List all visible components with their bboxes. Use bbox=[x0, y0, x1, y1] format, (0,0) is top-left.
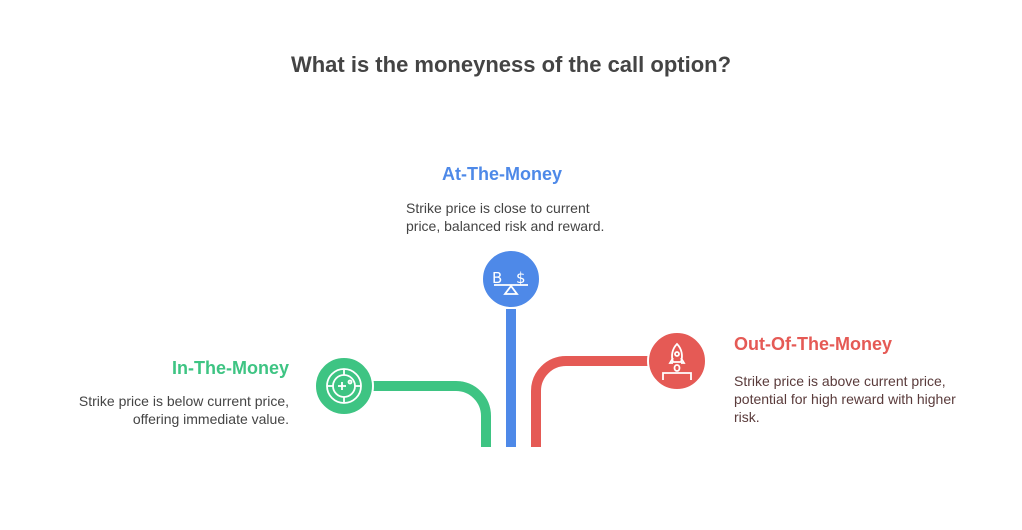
roulette-wheel-icon bbox=[314, 356, 374, 416]
svg-text:B: B bbox=[492, 269, 502, 287]
rocket-launch-icon bbox=[647, 331, 707, 391]
otm-heading: Out-Of-The-Money bbox=[734, 334, 892, 354]
atm-heading: At-The-Money bbox=[442, 164, 562, 184]
itm-description: Strike price is below current price, off… bbox=[78, 393, 289, 427]
otm-connector bbox=[531, 356, 649, 447]
otm-description: Strike price is above current price, pot… bbox=[734, 373, 956, 425]
balance-scale-bitcoin-dollar-icon: B $ bbox=[481, 249, 541, 309]
atm-description: Strike price is close to current price, … bbox=[406, 200, 605, 234]
itm-connector bbox=[372, 381, 491, 447]
itm-heading: In-The-Money bbox=[172, 358, 289, 378]
diagram-title: What is the moneyness of the call option… bbox=[290, 52, 732, 77]
svg-text:$: $ bbox=[516, 269, 526, 287]
